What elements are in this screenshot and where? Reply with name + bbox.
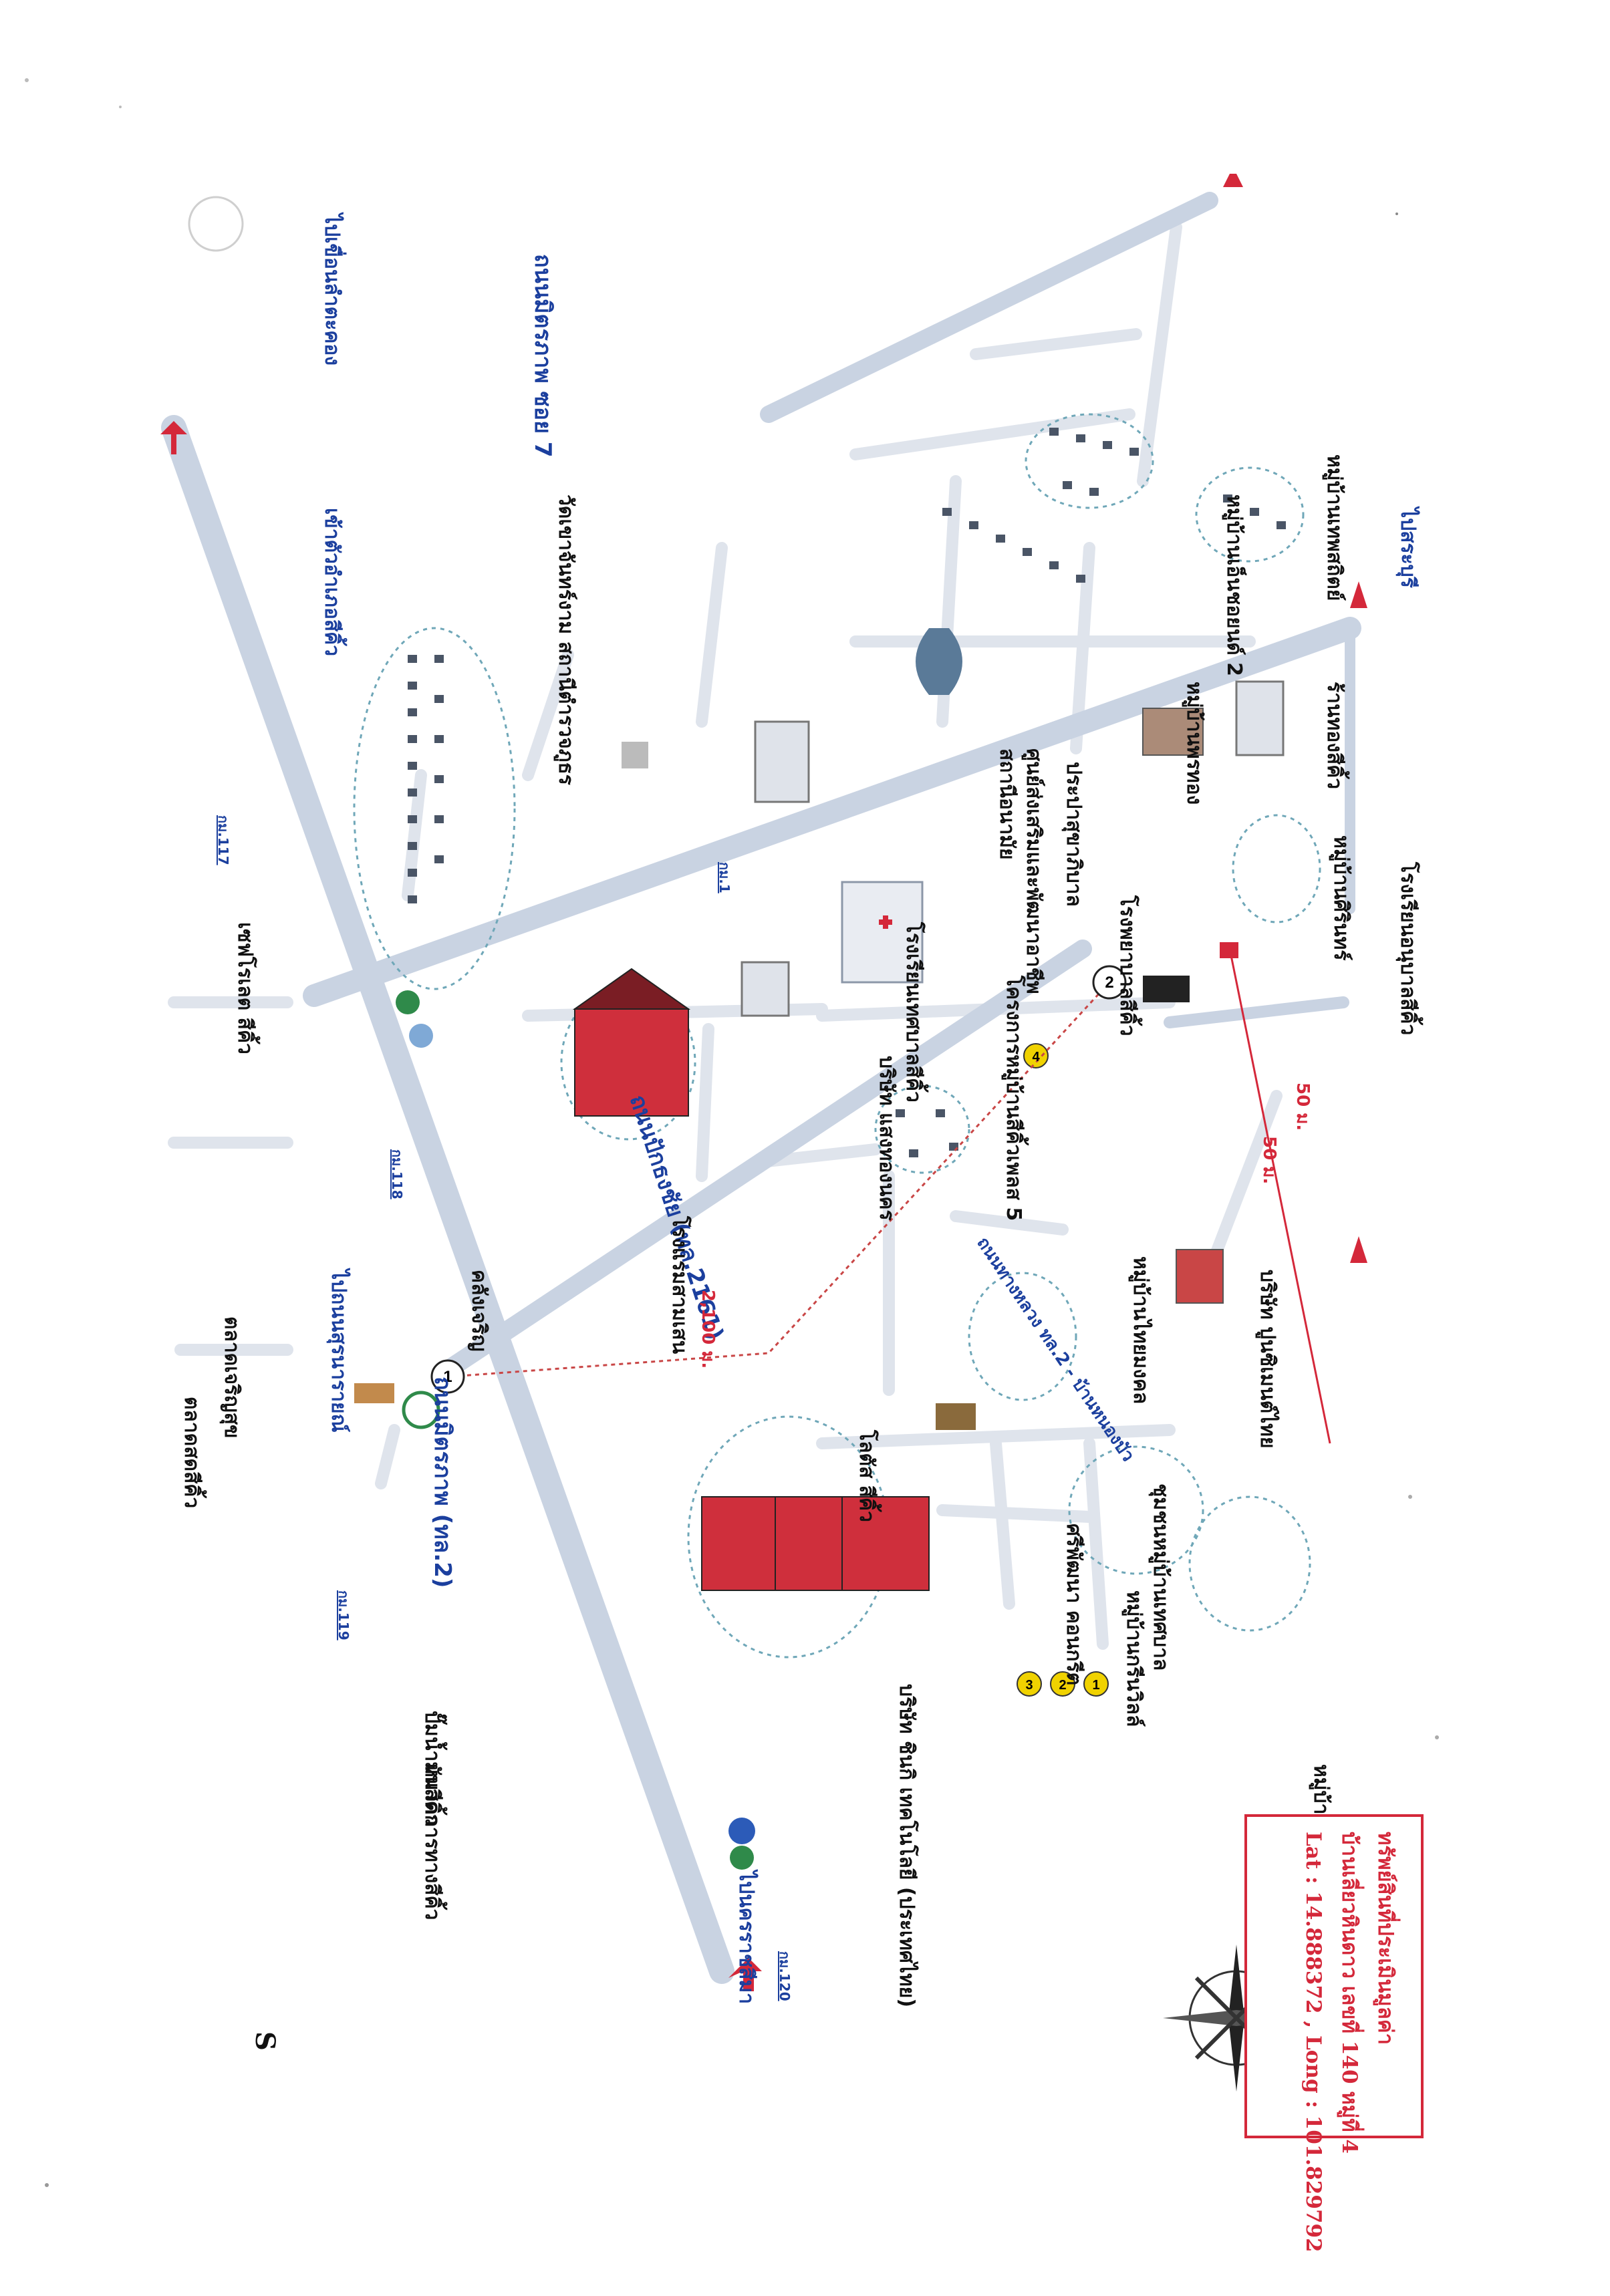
- map-text-layer: ถนนมิตรภาพ (ทล.2) ถนนปักธงชัย (ทล.2161) …: [154, 174, 1464, 2253]
- km-marker-117: กม.117: [215, 815, 231, 865]
- place-school-lower: โรงเรียนเทศบาลสีคิ้ว: [902, 922, 925, 1103]
- service-icons: [354, 990, 976, 1870]
- map-graphics: 1 2 3 4 1 2: [160, 174, 1367, 2092]
- property-address: บ้านเลี่ยวหินดาว เลขที่ 140 หมู่ที่ 4: [1337, 1832, 1361, 2154]
- place-pak-village: โครงการหมู่บ้านสีคิ้วเพลส 5: [1002, 976, 1025, 1222]
- numbered-marker-3: 3: [1025, 1678, 1033, 1693]
- place-health-center: สถานีอนามัย: [995, 748, 1019, 860]
- waypoint-1: 1: [443, 1368, 452, 1386]
- place-village-korat2: หมู่บ้านเอ็นชอยนด์ 2: [1222, 494, 1246, 676]
- distance-2100: 2,100 ม.: [698, 1290, 718, 1369]
- km-marker-119: กม.119: [336, 1590, 352, 1640]
- property-title: ทรัพย์สินที่ประเมินมูลค่า: [1373, 1832, 1397, 2045]
- place-tech: บริษัท ชินกิ เทคโนโลยี (ประเทศไทย): [895, 1684, 918, 2008]
- waypoint-markers: [402, 965, 1127, 1429]
- place-gold-shop: ร้านทองสีคิ้ว: [1323, 682, 1346, 790]
- place-hospital: โรงพยาบาลสีคิ้ว: [1115, 895, 1139, 1036]
- route-line: [450, 981, 1111, 1378]
- numbered-marker-1: 1: [1092, 1678, 1099, 1693]
- place-village-thepsathit: หมู่บ้านเทพสถิตย์: [1323, 454, 1346, 601]
- place-company-pk: บริษัท ปูนซิเมนต์ไทย: [1256, 1270, 1279, 1449]
- numbered-marker-4: 4: [1032, 1050, 1040, 1064]
- property-info-box: ทรัพย์สินที่ประเมินมูลค่า บ้านเลี่ยวหินด…: [1244, 1814, 1424, 2253]
- place-devel-center: ศูนย์ส่งเสริมและพัฒนาอาชีพ: [1022, 748, 1045, 994]
- direction-label-top-right: ไปเขื่อนลำตะคอง: [320, 214, 344, 366]
- house-icons: [408, 428, 1286, 1157]
- place-community: ชุมชนหมู่บ้านเทศบาล: [1149, 1483, 1172, 1671]
- place-lotus: โลตัส สีคิ้ว: [855, 1430, 878, 1522]
- building-icons: [622, 628, 1285, 1304]
- direction-label-korat: ไปนครราชสีมา: [734, 1871, 758, 2005]
- km-marker-120: กม.120: [777, 1951, 793, 2001]
- direction-label-right-mid: ไปถนนสุรนารายณ์: [327, 1270, 350, 1433]
- place-market: ตลาดสดสีคิ้ว: [180, 1397, 203, 1509]
- direction-label-top-center: เข้าตัวอำเภอสีคิ้ว: [320, 508, 344, 657]
- road-label-local: ถนนทางหลวง ทล.2 - บ้านหนองบัว: [972, 1233, 1138, 1465]
- place-bus: หมวดการทางสีคิ้ว: [420, 1764, 444, 1920]
- place-temple-gv: บริษัท แสงทองนคร: [875, 1056, 898, 1221]
- road-label-mittraphap: ถนนมิตรภาพ (ทล.2): [429, 1377, 456, 1588]
- road-label-soi7: ถนนมิตรภาพ ซอย 7: [529, 254, 556, 458]
- place-thaiseng: หมู่บ้านไทยมงคล: [1129, 1256, 1152, 1405]
- main-roads: [161, 192, 1361, 1984]
- place-water-tower: ประปาสุขาภิบาล: [1062, 762, 1085, 907]
- waypoint-2: 2: [1105, 974, 1113, 992]
- place-kanjang: ตลาดเจริญสุข: [220, 1316, 243, 1439]
- property-coordinates: Lat : 14.888372 , Long : 101.829792: [1301, 1832, 1325, 2253]
- direction-arrows: [160, 174, 1367, 1991]
- place-plant-hotel: โรงแรมสามเสน: [668, 1216, 691, 1354]
- numbered-circles: [1017, 1043, 1109, 1697]
- numbered-marker-2: 2: [1059, 1678, 1066, 1693]
- distance-50-b: 50 ม.: [1259, 1136, 1279, 1185]
- property-pointer: [1228, 948, 1331, 1444]
- place-zeed: ศรีพัฒนา คอนกรีต: [1062, 1524, 1085, 1686]
- compass-south-label: S: [249, 2031, 281, 2051]
- direction-label-saraburi: ไปสระบุรี: [1396, 508, 1420, 588]
- place-village-phon: หมู่บ้านพรทอง: [1182, 682, 1206, 805]
- place-village-sirin: หมู่บ้านศิรินทร์: [1329, 835, 1353, 961]
- zone-circles: [353, 413, 1321, 1659]
- km-marker-118: กม.118: [389, 1149, 405, 1199]
- place-hotel-sign: คลังเจริญ: [467, 1270, 491, 1352]
- place-police: สถานีตำรวจภูธร: [554, 641, 577, 785]
- distance-50-a: 50 ม.: [1293, 1083, 1313, 1131]
- red-buildings: [572, 968, 930, 1591]
- place-school-top: โรงเรียนอนุบาลสีคิ้ว: [1396, 862, 1420, 1036]
- km-marker-1: กม.1: [716, 862, 732, 893]
- place-cafe: เซฟโรเลต สีคิ้ว: [233, 922, 257, 1054]
- place-temple-big: วัดเขาจันทร์งาม: [554, 494, 577, 635]
